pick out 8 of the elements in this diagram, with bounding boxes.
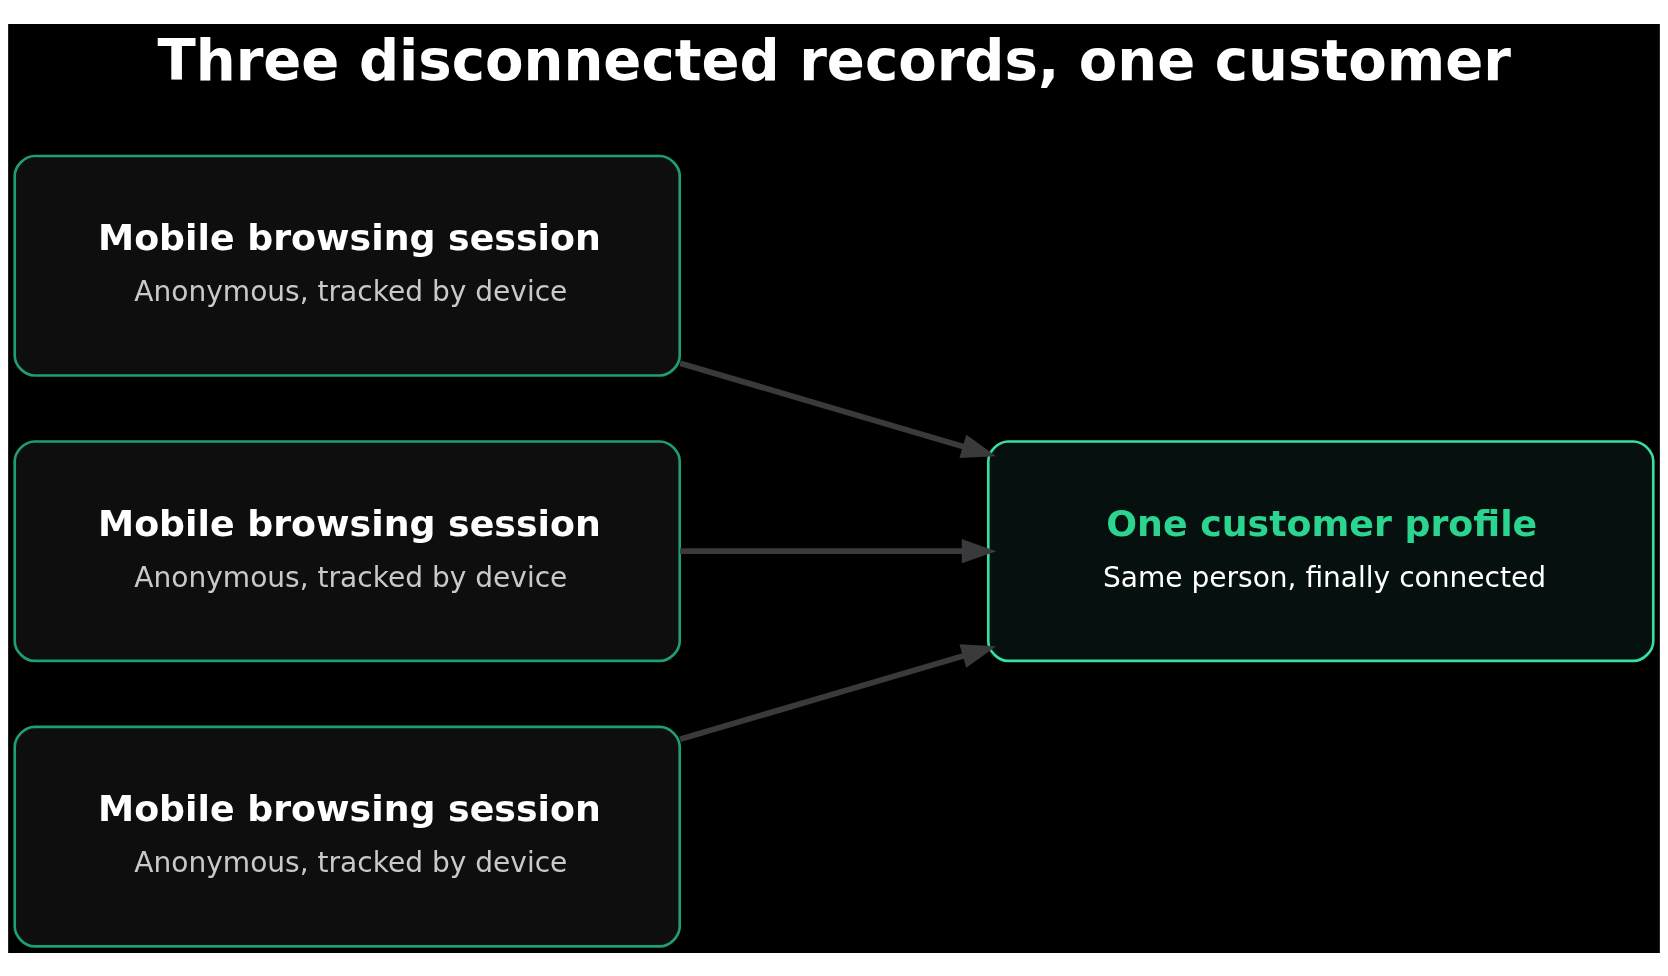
arrow (679, 643, 997, 742)
node-box: Mobile browsing session Anonymous, tracked by device (13, 439, 682, 662)
node-box: One customer profile Same person, finally connected (986, 439, 1655, 662)
arrow (679, 359, 997, 458)
node-box: Mobile browsing session Anonymous, tracked by device (13, 725, 682, 948)
diagram-title: Three disconnected records, one customer (157, 27, 1511, 93)
arrow (680, 538, 997, 563)
node-box: Mobile browsing session Anonymous, tracked by device (13, 154, 682, 377)
